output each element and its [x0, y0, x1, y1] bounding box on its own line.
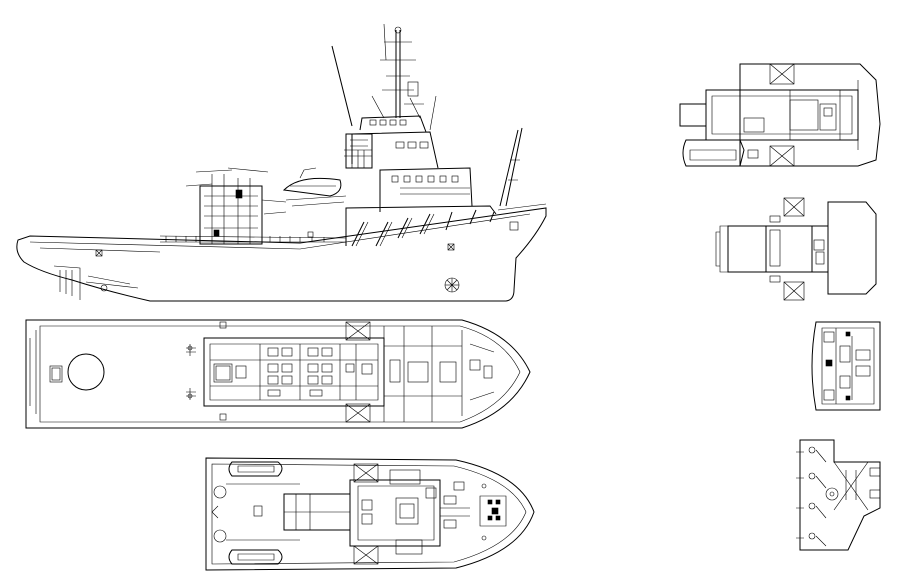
profile-view [16, 23, 547, 302]
upper-deck-plan [205, 457, 535, 571]
wheelhouse-deck-plan [715, 197, 877, 301]
bridge-deck-plan [679, 63, 881, 167]
main-deck-plan [25, 319, 531, 429]
midship-section [811, 321, 881, 411]
stern-section [796, 439, 881, 551]
